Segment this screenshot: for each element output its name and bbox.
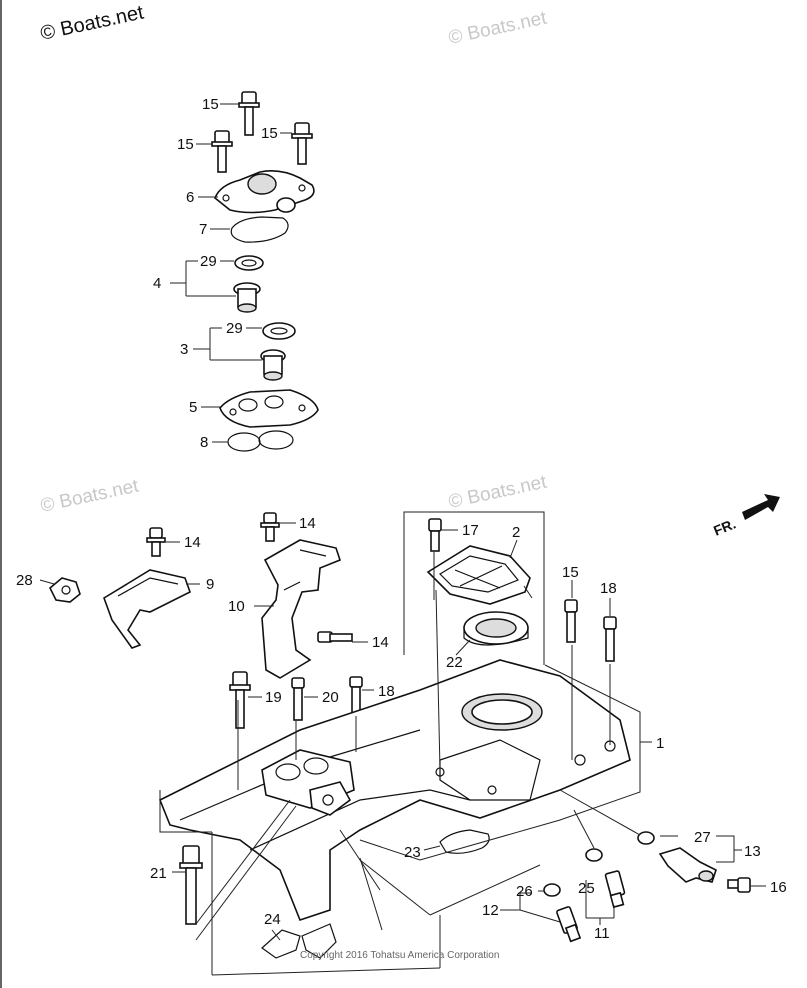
thermostat-cover-6 [214, 170, 315, 214]
callout-12: 12 [482, 902, 499, 919]
bolt-15-right [291, 122, 313, 165]
watermark-mid-center: © Boats.net [447, 472, 549, 513]
callout-7: 7 [199, 221, 207, 238]
bolt-20 [291, 677, 305, 721]
bolt-14-left [146, 527, 166, 557]
callout-29: 29 [226, 320, 243, 337]
callout-15: 15 [261, 125, 278, 142]
bolt-15-left [211, 130, 233, 173]
callout-5: 5 [189, 399, 197, 416]
callout-29: 29 [200, 253, 217, 270]
callout-22: 22 [446, 654, 463, 671]
callout-18: 18 [600, 580, 617, 597]
bolt-18-right [603, 616, 617, 662]
callout-15: 15 [177, 136, 194, 153]
copyright-notice: Copyright 2016 Tohatsu America Corporati… [300, 950, 499, 961]
callout-28: 28 [16, 572, 33, 589]
bolt-17 [428, 518, 442, 552]
callout-3: 3 [180, 341, 188, 358]
fitting-13 [658, 847, 717, 883]
washer-25 [585, 848, 603, 862]
watermark-top-left: © Boats.net [38, 1, 146, 44]
callout-18: 18 [378, 683, 395, 700]
callout-1: 1 [656, 735, 664, 752]
thermostat-plate-5 [219, 389, 319, 428]
clip-28 [49, 577, 81, 603]
callout-25: 25 [578, 880, 595, 897]
bolt-21 [179, 845, 203, 925]
bolt-18-left [349, 676, 363, 714]
manifold-1 [158, 659, 631, 921]
bolt-16 [727, 877, 751, 893]
callout-24: 24 [264, 911, 281, 928]
callout-10: 10 [228, 598, 245, 615]
callout-labels: 15 15 15 6 7 4 29 3 29 5 8 14 14 14 28 9… [16, 96, 787, 942]
callout-23: 23 [404, 844, 421, 861]
bolt-19 [229, 671, 251, 729]
gasket-27 [637, 831, 655, 845]
callout-2: 2 [512, 524, 520, 541]
callout-15: 15 [202, 96, 219, 113]
callout-9: 9 [206, 576, 214, 593]
callout-13: 13 [744, 843, 761, 860]
bracket-10 [261, 539, 341, 679]
gasket-7 [230, 216, 289, 243]
callout-4: 4 [153, 275, 161, 292]
bolt-15-right-lower [564, 599, 578, 643]
washer-29-upper [234, 255, 264, 271]
sensor-12 [556, 906, 582, 943]
gaskets-24 [261, 923, 337, 959]
cover-2 [426, 545, 531, 605]
thermostat-4 [233, 282, 261, 313]
callout-6: 6 [186, 189, 194, 206]
callout-8: 8 [200, 434, 208, 451]
bolt-14-upper [260, 512, 280, 542]
callout-14: 14 [299, 515, 316, 532]
callout-17: 17 [462, 522, 479, 539]
callout-16: 16 [770, 879, 787, 896]
seal-22 [463, 611, 529, 646]
bracket-9 [103, 569, 191, 649]
sensor-11 [604, 870, 626, 909]
gasket-23 [439, 829, 490, 854]
washer-26 [543, 883, 561, 897]
o-rings-8 [227, 430, 294, 452]
callout-26: 26 [516, 883, 533, 900]
callout-11: 11 [594, 925, 610, 942]
bolt-15-top [238, 91, 260, 136]
watermark-mid-left: © Boats.net [39, 476, 141, 517]
watermark-top-center: © Boats.net [447, 8, 549, 49]
callout-14: 14 [372, 634, 389, 651]
bolt-14-lower [317, 631, 353, 643]
front-direction-arrow: FR. [711, 494, 780, 539]
upper-leader-lines [170, 103, 292, 443]
thermostat-3 [260, 349, 286, 381]
callout-19: 19 [265, 689, 282, 706]
washer-29-lower [262, 322, 296, 340]
lower-leader-lines [39, 511, 766, 976]
callout-21: 21 [150, 865, 167, 882]
front-direction-label: FR. [711, 515, 738, 538]
callout-14: 14 [184, 534, 201, 551]
callout-15: 15 [562, 564, 579, 581]
callout-20: 20 [322, 689, 339, 706]
callout-27: 27 [694, 829, 711, 846]
